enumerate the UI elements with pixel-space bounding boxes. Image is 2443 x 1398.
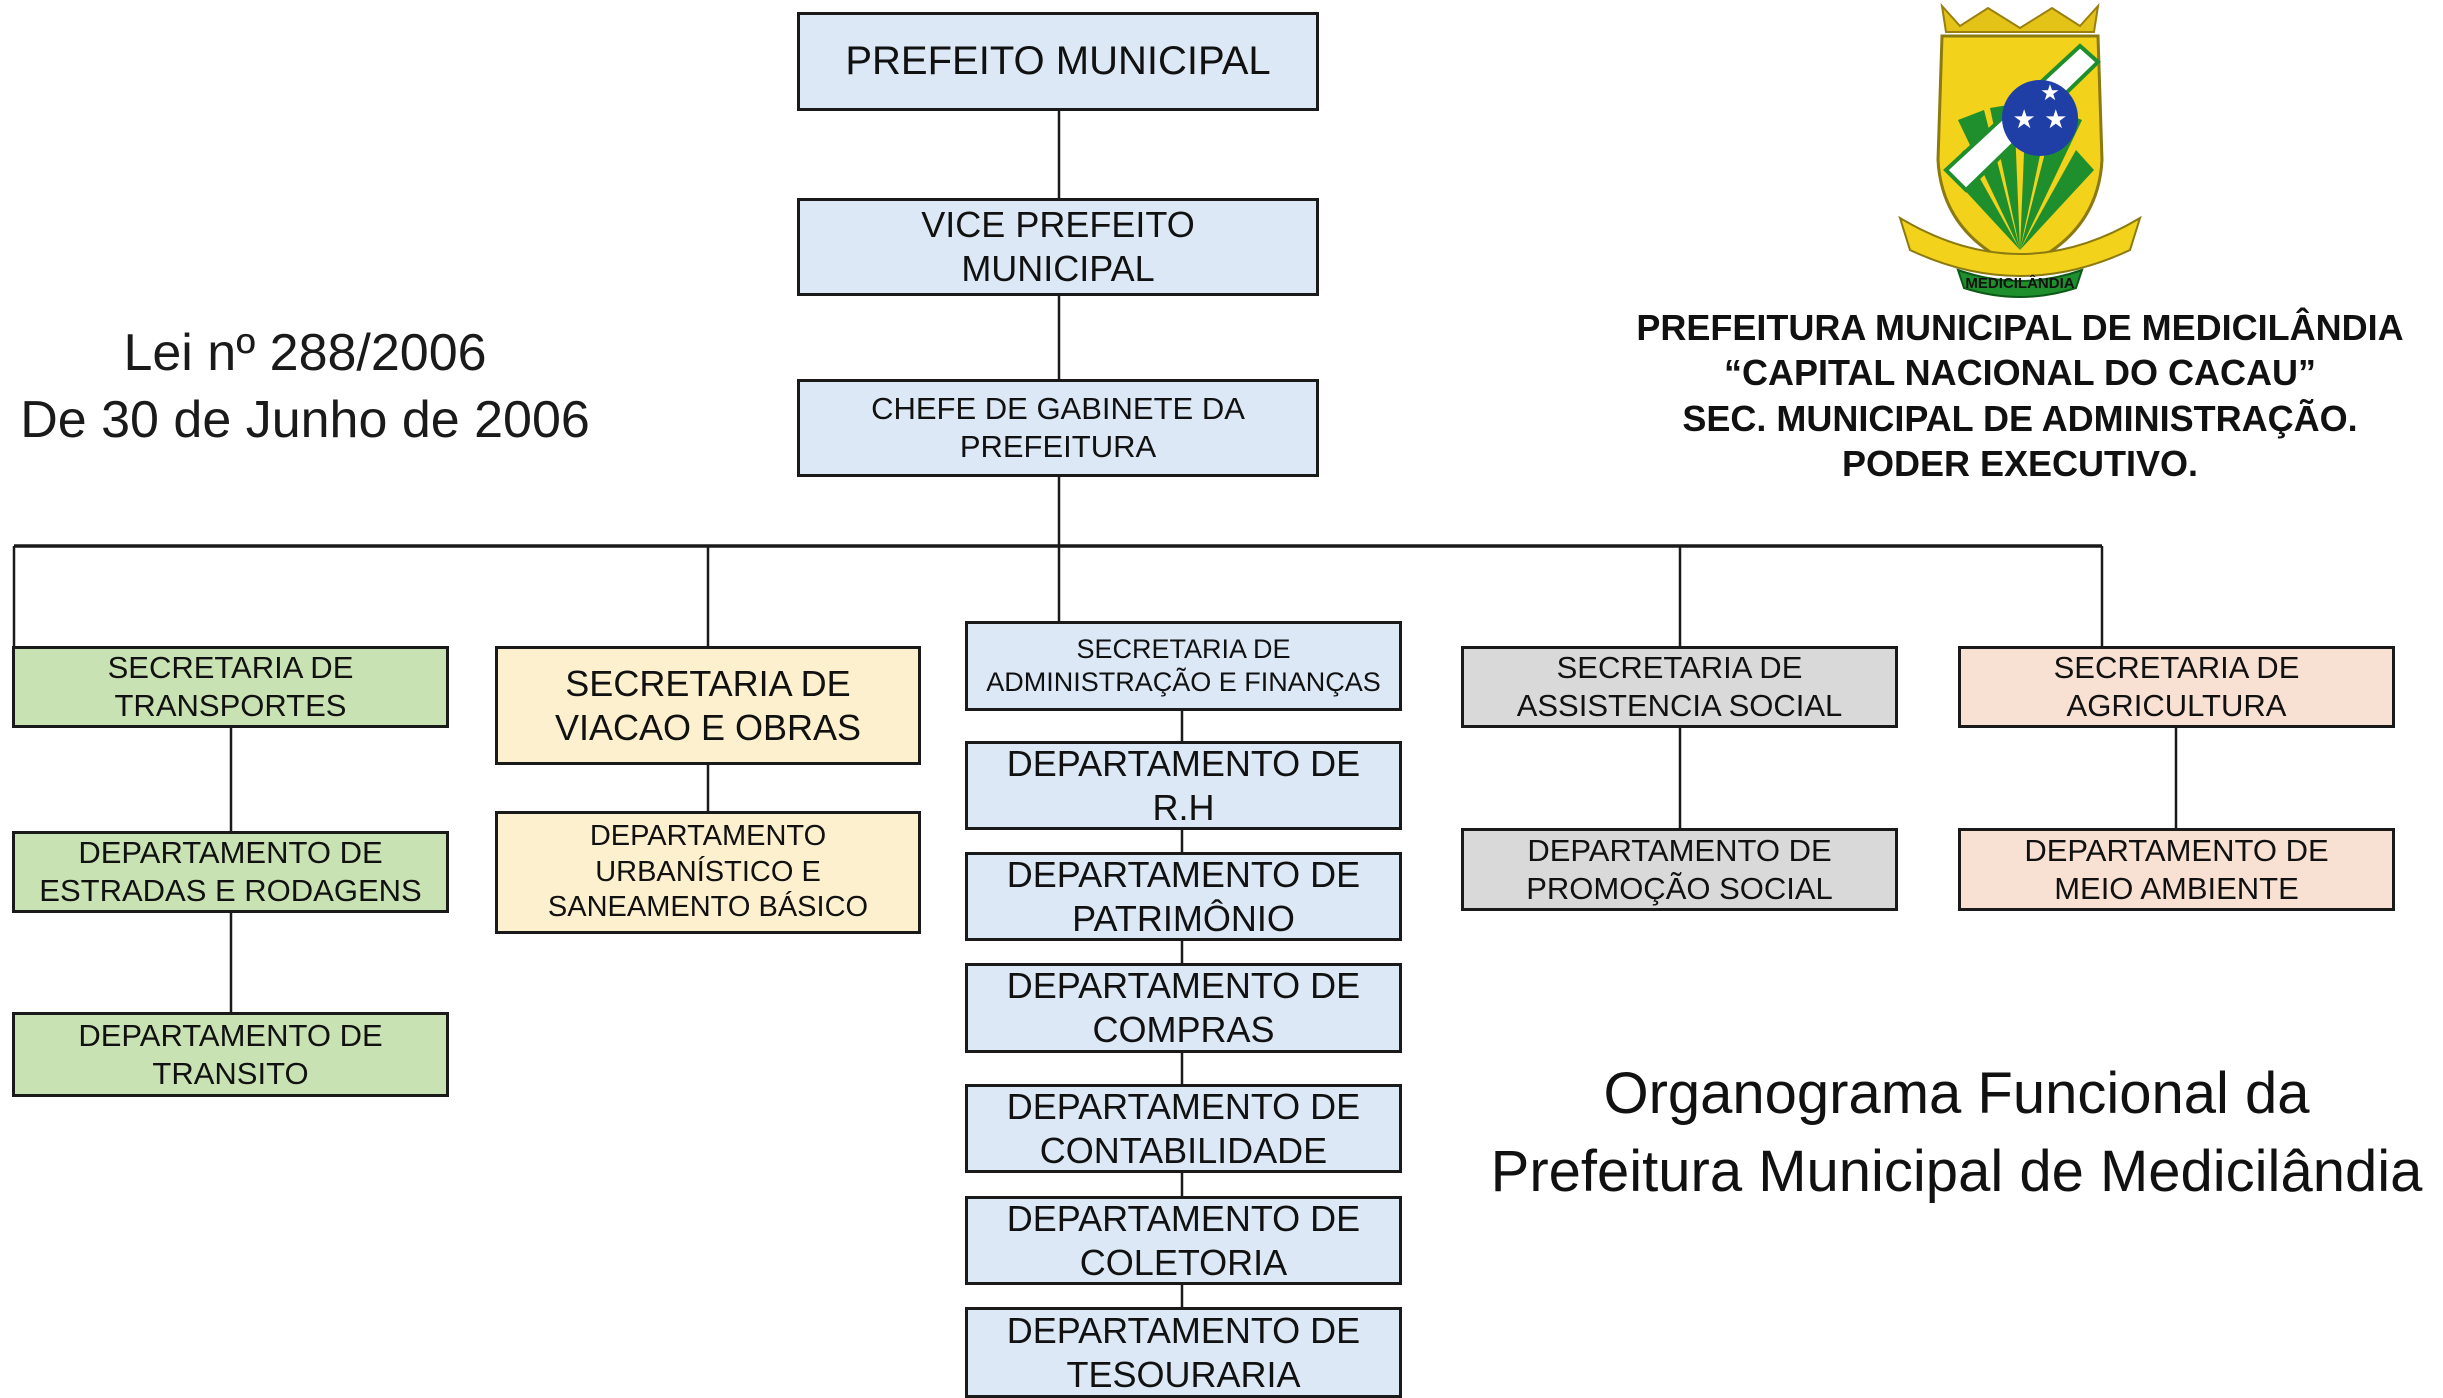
box-text-line: SECRETARIA DE [1556, 650, 1803, 686]
crest-stars-icon: ★ ★ [2013, 105, 2068, 135]
box-text-line: PREFEITO MUNICIPAL [845, 39, 1271, 84]
box-text-line: AGRICULTURA [2066, 688, 2287, 723]
box-text-line: DEPARTAMENTO DE [1006, 742, 1361, 784]
box-text-line: COLETORIA [1079, 1241, 1288, 1283]
box-text-line: CONTABILIDADE [1039, 1129, 1328, 1171]
box-text-line: R.H [1152, 786, 1215, 828]
crest-ribbon [1898, 215, 2142, 277]
medicilandia-crest-logo: ★ ★ ★ MEDICILÂNDIA [1898, 2, 2142, 298]
box-text-line: DEPARTAMENTO DE [1006, 965, 1361, 1007]
crest-banner-text: MEDICILÂNDIA [1965, 274, 2074, 292]
box-text-line: MUNICIPAL [961, 248, 1155, 289]
box-text-line: URBANÍSTICO E [595, 855, 821, 888]
box-text-line: PREFEITURA [959, 429, 1157, 464]
diagram-title: Organograma Funcional da Prefeitura Muni… [1470, 1055, 2443, 1212]
law-reference: Lei nº 288/2006 De 30 de Junho de 2006 [0, 320, 610, 453]
box-text-line: DEPARTAMENTO DE [78, 1017, 383, 1053]
box-text-line: TESOURARIA [1066, 1353, 1301, 1395]
box-text-line: TRANSPORTES [114, 688, 347, 723]
box-text-line: DEPARTAMENTO DE [2024, 832, 2329, 868]
box-text-line: ASSISTENCIA SOCIAL [1516, 688, 1843, 723]
box-text-line: SANEAMENTO BÁSICO [547, 891, 869, 924]
box-text-line: SECRETARIA DE [565, 662, 851, 704]
box-prefeito-municipal: PREFEITO MUNICIPAL [797, 12, 1319, 111]
title-line-2: Prefeitura Municipal de Medicilândia [1490, 1139, 2423, 1205]
header-line-2: “CAPITAL NACIONAL DO CACAU” [1724, 352, 2316, 394]
box-prefeito-municipal-text: PREFEITO MUNICIPAL [845, 37, 1270, 86]
header-text: PREFEITURA MUNICIPAL DE MEDICILÂNDIA “CA… [1600, 305, 2440, 486]
header-line-3: SEC. MUNICIPAL DE ADMINISTRAÇÃO. [1682, 397, 2358, 439]
header-line-1: PREFEITURA MUNICIPAL DE MEDICILÂNDIA [1636, 307, 2404, 348]
box-text-line: SECRETARIA DE [2053, 650, 2300, 686]
law-number: Lei nº 288/2006 [123, 324, 487, 382]
box-text-line: SECRETARIA DE [1076, 634, 1291, 665]
box-text-line: DEPARTAMENTO DE [1006, 1197, 1361, 1239]
header-line-4: PODER EXECUTIVO. [1841, 443, 2199, 485]
crest-crown [1940, 2, 2100, 33]
box-text-line: TRANSITO [152, 1055, 309, 1091]
box-text-line: DEPARTAMENTO DE [1006, 1309, 1361, 1351]
box-text-line: DEPARTAMENTO DE [1006, 1085, 1361, 1127]
box-text-line: PROMOÇÃO SOCIAL [1526, 870, 1833, 906]
crest-banner [1956, 268, 2084, 298]
box-text-line: DEPARTAMENTO DE [1006, 853, 1361, 895]
box-text-line: ESTRADAS E RODAGENS [39, 873, 422, 908]
box-text-line: DEPARTAMENTO DE [1527, 832, 1832, 868]
box-text-line: ADMINISTRAÇÃO E FINANÇAS [986, 667, 1381, 697]
crest-star-icon: ★ [2040, 81, 2060, 106]
box-text-line: CHEFE DE GABINETE DA [871, 391, 1245, 427]
box-text-line: COMPRAS [1092, 1009, 1275, 1050]
title-line-1: Organograma Funcional da [1603, 1061, 2310, 1126]
box-text-line: VIACAO E OBRAS [554, 706, 862, 748]
box-text-line: VICE PREFEITO [921, 204, 1195, 246]
box-text-line: SECRETARIA DE [107, 650, 354, 686]
box-text-line: MEIO AMBIENTE [2054, 870, 2299, 906]
box-text-line: DEPARTAMENTO DE [78, 835, 383, 871]
law-date: De 30 de Junho de 2006 [20, 390, 590, 449]
box-text-line: PATRIMÔNIO [1072, 897, 1295, 939]
crest-blue-globe [2002, 80, 2078, 156]
box-text-line: DEPARTAMENTO [589, 820, 827, 853]
